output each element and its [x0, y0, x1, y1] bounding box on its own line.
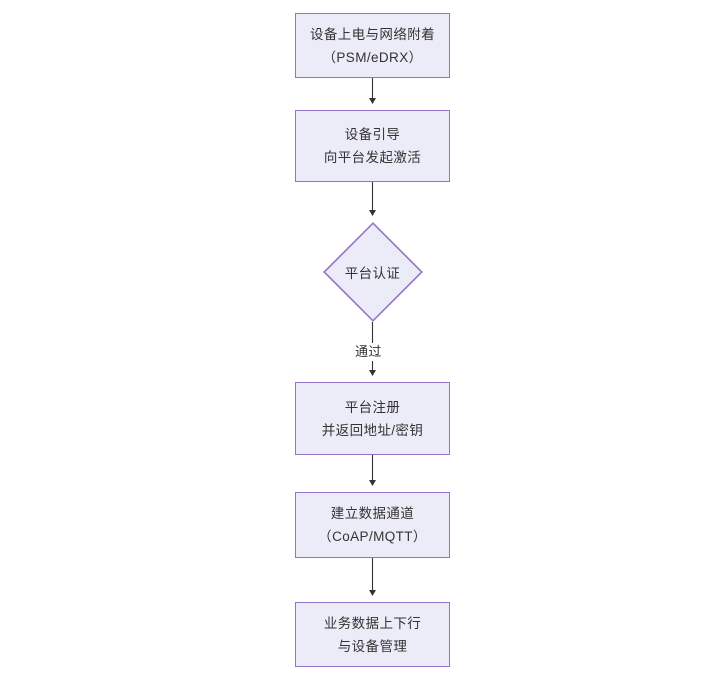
- node-label-line1: 业务数据上下行: [323, 615, 422, 631]
- node-label-line1: 平台注册: [344, 399, 401, 415]
- node-platform-register[interactable]: 平台注册 并返回地址/密钥: [295, 382, 450, 455]
- edge-label-pass: 通过: [352, 343, 385, 361]
- node-label-line1: 建立数据通道: [330, 506, 415, 521]
- node-establish-data-channel[interactable]: 建立数据通道 （CoAP/MQTT）: [295, 492, 450, 558]
- diamond-shape-icon: [322, 222, 423, 322]
- node-label-line2: 向平台发起激活: [323, 150, 422, 165]
- node-device-power-on[interactable]: 设备上电与网络附着 （PSM/eDRX）: [295, 13, 450, 78]
- node-label-line1: 设备上电与网络附着: [309, 26, 436, 42]
- node-platform-auth-decision[interactable]: 平台认证: [322, 222, 423, 322]
- node-label-line1: 平台认证: [344, 266, 401, 281]
- node-label-line1: 设备引导: [344, 127, 401, 142]
- node-label-line2: 与设备管理: [337, 638, 408, 654]
- node-device-bootstrap[interactable]: 设备引导 向平台发起激活: [295, 110, 450, 182]
- node-label-line2: （CoAP/MQTT）: [318, 529, 427, 544]
- node-business-data-management[interactable]: 业务数据上下行 与设备管理: [295, 602, 450, 667]
- node-label-line2: （PSM/eDRX）: [322, 49, 423, 65]
- node-label-line2: 并返回地址/密钥: [321, 422, 424, 438]
